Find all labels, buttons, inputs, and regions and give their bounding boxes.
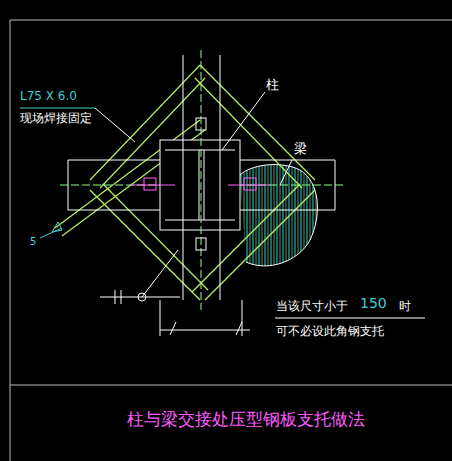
hatched-region — [235, 155, 330, 275]
note-text: 当该尺寸小于 — [276, 300, 348, 313]
drawing-title: 柱与梁交接处压型钢板支托做法 — [127, 410, 365, 429]
note-text: 现场焊接固定 — [20, 112, 92, 125]
part-label: 梁 — [294, 142, 307, 156]
weld-size: 5 — [30, 236, 36, 247]
column — [130, 50, 270, 310]
note-text: 时 — [399, 300, 411, 313]
leader-lines — [20, 92, 292, 238]
part-label: 柱 — [266, 78, 279, 92]
note-text: 可不必设此角钢支托 — [276, 325, 384, 338]
drawing-frame — [10, 20, 452, 461]
angle-bracing — [55, 65, 315, 300]
dimension-value: 150 — [360, 296, 387, 311]
part-label: L75 X 6.0 — [20, 90, 77, 103]
dimension-lines — [100, 250, 425, 336]
